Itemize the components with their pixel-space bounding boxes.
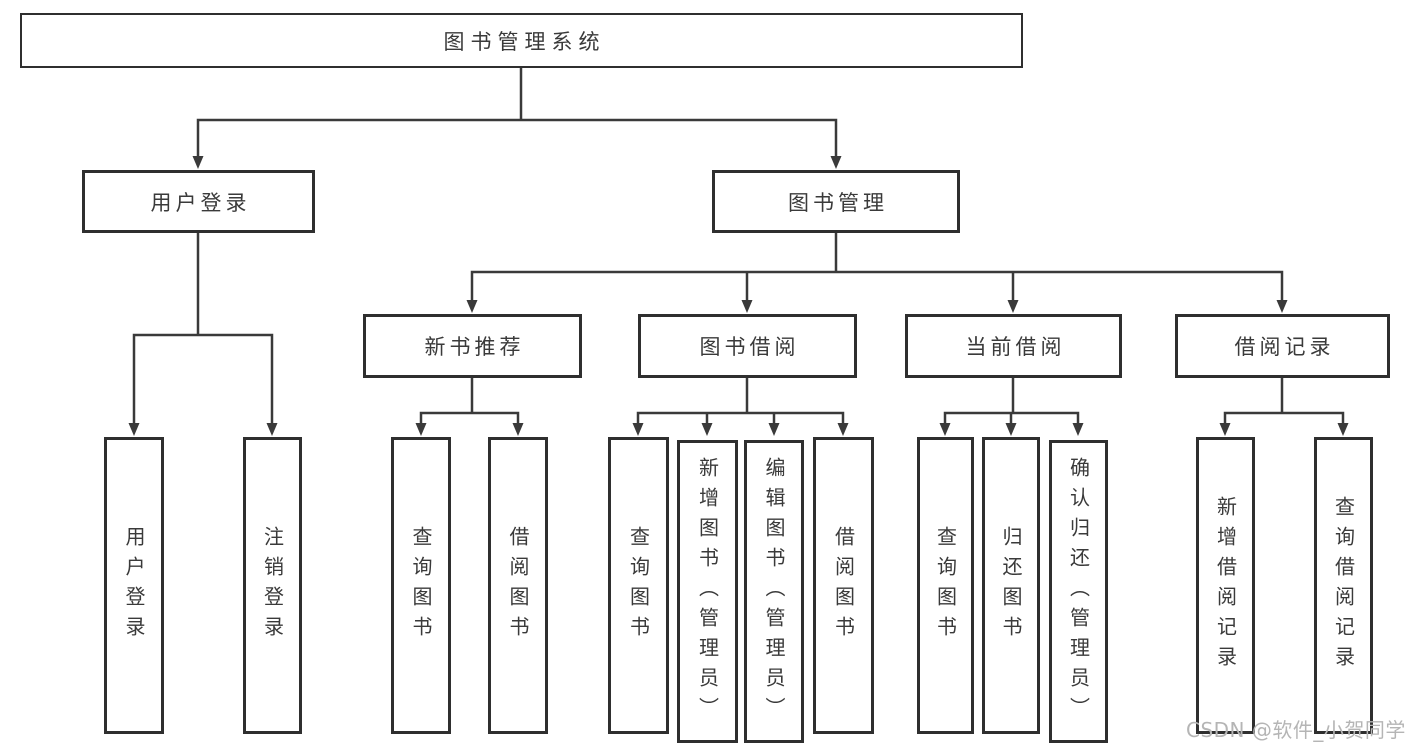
leaf-add-borrow-record: 新增借阅记录 <box>1196 437 1255 734</box>
leaf-query-books-borrow: 查询图书 <box>608 437 669 734</box>
node-label: 用户登录 <box>122 525 146 646</box>
leaf-add-book-admin: 新增图书（管理员） <box>677 440 738 743</box>
node-book-borrow: 图书借阅 <box>638 314 857 378</box>
leaf-user-login: 用户登录 <box>104 437 164 734</box>
leaf-borrow-books-recommend: 借阅图书 <box>488 437 548 734</box>
arrow-down-icon <box>415 423 427 436</box>
node-label: 图书借阅 <box>699 335 800 359</box>
arrow-down-icon <box>701 423 713 436</box>
leaf-edit-book-admin: 编辑图书（管理员） <box>744 440 804 743</box>
node-label: 确认归还（管理员） <box>1066 456 1091 727</box>
leaf-query-books-recommend: 查询图书 <box>391 437 451 734</box>
leaf-borrow-books: 借阅图书 <box>813 437 874 734</box>
arrow-down-icon <box>830 156 842 169</box>
node-label: 用户登录 <box>150 190 251 215</box>
arrow-down-icon <box>192 156 204 169</box>
arrow-down-icon <box>741 300 753 313</box>
arrow-down-icon <box>266 423 278 436</box>
csdn-watermark: CSDN @软件_小贺同学 <box>1186 718 1405 742</box>
node-label: 编辑图书（管理员） <box>762 456 786 727</box>
node-label: 当前借阅 <box>965 335 1066 359</box>
arrow-down-icon <box>1072 423 1084 436</box>
node-label: 新增图书（管理员） <box>695 456 720 727</box>
node-label: 图书管理系统 <box>443 29 606 54</box>
leaf-logout: 注销登录 <box>243 437 302 734</box>
leaf-confirm-return-admin: 确认归还（管理员） <box>1049 440 1108 743</box>
node-label: 新增借阅记录 <box>1213 495 1238 676</box>
node-label: 查询借阅记录 <box>1331 495 1356 676</box>
arrow-down-icon <box>466 300 478 313</box>
leaf-query-books-current: 查询图书 <box>917 437 974 734</box>
node-label: 查询图书 <box>409 525 433 646</box>
node-library-management-system: 图书管理系统 <box>20 13 1023 68</box>
node-borrow-records: 借阅记录 <box>1175 314 1390 378</box>
leaf-return-book: 归还图书 <box>982 437 1040 734</box>
node-user-login: 用户登录 <box>82 170 315 233</box>
node-label: 新书推荐 <box>424 335 525 359</box>
node-label: 查询图书 <box>933 525 958 646</box>
node-label: 借阅图书 <box>831 525 856 646</box>
arrow-down-icon <box>1276 300 1288 313</box>
node-current-borrow: 当前借阅 <box>905 314 1122 378</box>
node-book-management: 图书管理 <box>712 170 960 233</box>
arrow-down-icon <box>837 423 849 436</box>
node-new-book-recommend: 新书推荐 <box>363 314 582 378</box>
arrow-down-icon <box>512 423 524 436</box>
node-label: 查询图书 <box>626 525 651 646</box>
arrow-down-icon <box>939 423 951 436</box>
node-label: 归还图书 <box>999 525 1023 646</box>
arrow-down-icon <box>1005 423 1017 436</box>
node-label: 借阅记录 <box>1234 335 1335 359</box>
node-label: 图书管理 <box>788 190 888 215</box>
arrow-down-icon <box>1219 423 1231 436</box>
arrow-down-icon <box>128 423 140 436</box>
node-label: 借阅图书 <box>506 525 530 646</box>
arrow-down-icon <box>1337 423 1349 436</box>
node-label: 注销登录 <box>260 525 285 646</box>
arrow-down-icon <box>768 423 780 436</box>
arrow-down-icon <box>1007 300 1019 313</box>
arrow-down-icon <box>632 423 644 436</box>
leaf-query-borrow-record: 查询借阅记录 <box>1314 437 1373 734</box>
